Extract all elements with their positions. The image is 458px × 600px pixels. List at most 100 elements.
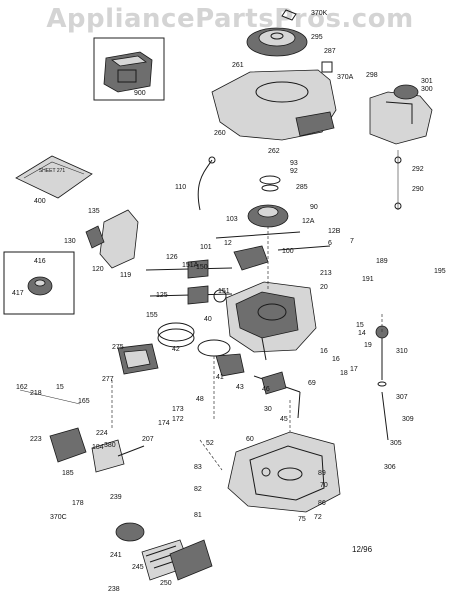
callout-16: 16 [320,348,328,355]
callout-151a: 151A [182,262,199,269]
callout-103: 103 [226,216,238,223]
sheet-part [15,155,93,199]
callout-400: 400 [34,198,46,205]
cylinder-block [225,281,317,361]
callout-165-upper: 165 [78,398,90,405]
callout-309: 309 [402,416,414,423]
callout-165: 185 [62,470,74,477]
callout-290: 290 [412,186,424,193]
callout-261: 261 [232,62,244,69]
callout-69: 69 [308,380,316,387]
callout-275: 275 [112,344,124,351]
callout-260: 260 [214,130,226,137]
callout-245: 245 [132,564,144,571]
callout-60: 60 [246,436,254,443]
callout-89: 89 [318,470,326,477]
callout-16b: 16 [332,356,340,363]
crankshaft [253,371,301,419]
callout-370k: 370K [311,10,328,17]
callout-18: 18 [340,370,348,377]
callout-43: 43 [236,384,244,391]
callout-7: 7 [350,238,354,245]
callout-70: 70 [320,482,328,489]
callout-172: 172 [172,416,184,423]
callout-262: 262 [268,148,280,155]
callout-173: 173 [172,406,184,413]
callout-110: 110 [175,184,187,191]
callout-72: 72 [314,514,322,521]
callout-93: 93 [290,160,298,167]
callout-41: 41 [216,374,224,381]
callout-900: 900 [134,90,146,97]
callout-300: 300 [421,86,433,93]
valve-set [145,259,233,305]
callout-92: 92 [290,168,298,175]
ignition-module [215,231,331,271]
callout-48: 48 [196,396,204,403]
callout-370c: 370C [50,514,67,521]
callout-81: 81 [194,512,202,519]
governor-link [197,159,213,211]
callout-40: 40 [204,316,212,323]
callout-82: 82 [194,486,202,493]
callout-150: 150 [196,264,208,271]
dipstick [375,325,389,441]
callout-241: 241 [110,552,122,559]
callout-239: 239 [110,494,122,501]
callout-135: 135 [88,208,100,215]
callout-6: 6 [328,240,332,247]
callout-12: 12 [224,240,232,247]
callout-20: 20 [320,284,328,291]
callout-292: 292 [412,166,424,173]
sheet-insert-label: SHEET 271 [38,168,66,174]
callout-191: 191 [362,276,374,283]
callout-416: 416 [34,258,46,265]
callout-130: 130 [64,238,76,245]
callout-285: 285 [296,184,308,191]
callout-370a: 370A [337,74,354,81]
callout-14: 14 [358,330,366,337]
recoil-starter [246,9,308,57]
callout-417: 417 [12,290,24,297]
callout-195: 195 [434,268,446,275]
callout-120: 120 [92,266,104,273]
callout-15b: 15 [56,384,64,391]
callout-83: 83 [194,464,202,471]
callout-75: 75 [298,516,306,523]
assembled-engine [103,51,153,93]
muffler [115,522,213,581]
callout-119: 119 [120,272,132,279]
callout-277: 277 [102,376,114,383]
callout-218: 218 [30,390,42,397]
callout-42: 42 [172,346,180,353]
callout-12a: 12A [302,218,315,225]
callout-305: 305 [390,440,402,447]
callout-223: 223 [30,436,42,443]
assembled-engine-inset [93,37,165,101]
callout-17: 17 [350,366,358,373]
callout-126: 126 [166,254,178,261]
callout-90: 90 [310,204,318,211]
date-code: 12/96 [352,545,373,554]
callout-151: 151 [218,288,230,295]
callout-45: 45 [280,416,288,423]
callout-52: 52 [206,440,214,447]
carburetor [49,427,145,473]
callout-207: 207 [142,436,154,443]
callout-287: 287 [324,48,336,55]
callout-178: 178 [72,500,84,507]
oil-sump [227,431,341,513]
callout-184: 184 [92,444,104,451]
callout-189: 189 [376,258,388,265]
callout-298: 298 [366,72,378,79]
callout-125: 125 [156,292,168,299]
piston-assembly [157,322,245,377]
watermark: AppliancePartsPros.com [46,4,414,34]
callout-101: 101 [200,244,212,251]
callout-213: 213 [320,270,332,277]
callout-162: 162 [16,384,28,391]
callout-30: 30 [264,406,272,413]
callout-250: 250 [160,580,172,587]
